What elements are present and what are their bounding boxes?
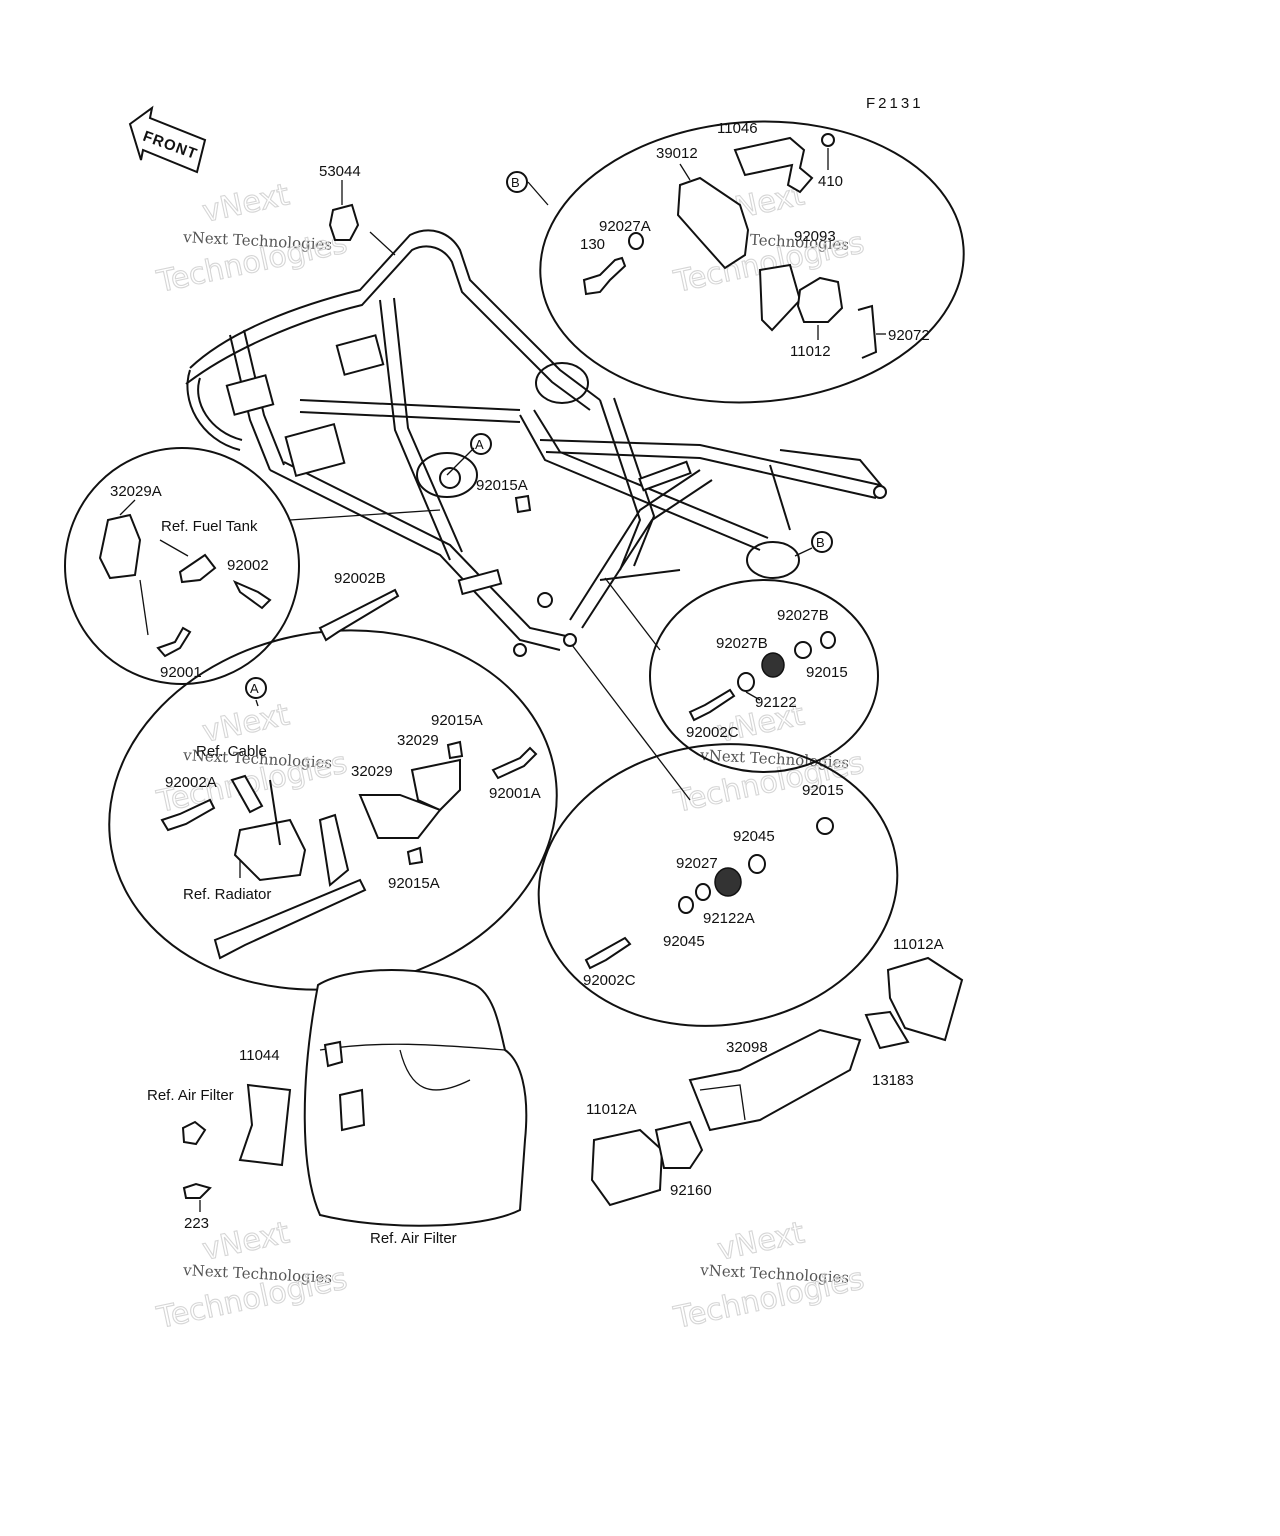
label-32029-b: 32029 xyxy=(351,763,393,780)
detail-lower-mount-parts: 92015 92045 92027 92122A 92045 92002C xyxy=(583,782,844,989)
svg-text:A: A xyxy=(250,681,259,696)
leader-fuel-tank xyxy=(289,509,441,521)
label-53044: 53044 xyxy=(319,163,361,180)
label-92027B-b: 92027B xyxy=(716,635,768,652)
detail-b-parts: 11046 410 39012 92027A 92093 130 11012 9… xyxy=(580,120,930,360)
leader-a-frame xyxy=(446,447,475,476)
leader-b-detail xyxy=(527,181,549,206)
detail-outline-fuel-tank xyxy=(64,447,300,685)
mount-circle-b1 xyxy=(535,362,589,404)
label-92002A: 92002A xyxy=(165,774,217,791)
mount-circle-b2 xyxy=(746,541,800,579)
callout-b-detail: B xyxy=(506,171,528,193)
detail-fuel-tank-parts: 32029A Ref. Fuel Tank 92002 92001 xyxy=(98,483,272,681)
part-92002B: 92002B xyxy=(318,570,400,642)
label-92015A-top: 92015A xyxy=(476,477,528,494)
svg-text:B: B xyxy=(511,175,520,190)
leader-lower-mount xyxy=(571,644,691,801)
watermark-group-bottom-right: vNext vNext Technologies Technologies xyxy=(670,1215,868,1337)
label-92122: 92122 xyxy=(755,694,797,711)
label-92160: 92160 xyxy=(670,1182,712,1199)
label-92002C-b: 92002C xyxy=(583,972,636,989)
label-11044: 11044 xyxy=(239,1047,280,1064)
label-11012: 11012 xyxy=(790,343,831,360)
watermark-top: vNext xyxy=(714,1215,807,1268)
detail-outline-lower-mount xyxy=(537,743,899,1027)
label-410: 410 xyxy=(818,173,843,190)
label-11012A-a: 11012A xyxy=(893,936,944,953)
watermark-group-top-left: vNext vNext Technologies Technologies xyxy=(153,177,351,301)
label-92045-b: 92045 xyxy=(663,933,705,950)
label-11012A-b: 11012A xyxy=(586,1101,637,1118)
watermark-top: vNext xyxy=(199,1215,292,1268)
detail-outline-a xyxy=(108,629,558,991)
svg-text:A: A xyxy=(475,437,484,452)
leader-53044 xyxy=(369,231,396,256)
label-92027B-a: 92027B xyxy=(777,607,829,624)
callout-a-detail: A xyxy=(245,677,267,699)
label-ref-air-filter-b: Ref. Air Filter xyxy=(370,1230,457,1247)
watermark-top: vNext xyxy=(199,697,292,750)
label-92027: 92027 xyxy=(676,855,718,872)
label-11046: 11046 xyxy=(717,120,758,137)
label-13183: 13183 xyxy=(872,1072,914,1089)
part-92015A-top: 92015A xyxy=(476,477,532,514)
label-ref-cable: Ref. Cable xyxy=(196,743,267,760)
detail-outline-rear-mount xyxy=(649,579,879,773)
leader-a-detail xyxy=(255,699,259,707)
label-92072: 92072 xyxy=(888,327,930,344)
label-39012: 39012 xyxy=(656,145,698,162)
label-223: 223 xyxy=(184,1215,209,1232)
label-92015-b: 92015 xyxy=(802,782,844,799)
watermark-top: vNext xyxy=(199,177,292,230)
label-ref-fuel-tank: Ref. Fuel Tank xyxy=(161,518,258,535)
detail-rear-mount-parts: 92027B 92015 92027B 92122 92002C xyxy=(686,607,848,741)
label-92122A: 92122A xyxy=(703,910,755,927)
detail-outline-b xyxy=(539,120,965,404)
label-92015-a: 92015 xyxy=(806,664,848,681)
callout-b-frame: B xyxy=(811,531,833,553)
frame-assembly xyxy=(185,229,887,657)
label-92002: 92002 xyxy=(227,557,269,574)
front-arrow-icon: FRONT xyxy=(128,105,207,174)
callout-a-frame: A xyxy=(470,433,492,455)
mount-circle-a xyxy=(416,452,478,498)
label-92002B: 92002B xyxy=(334,570,386,587)
part-53044: 53044 xyxy=(319,163,361,241)
intake-parts: 11012A 13183 32098 11012A 92160 Ref. Air… xyxy=(147,936,964,1247)
label-32029A: 32029A xyxy=(110,483,162,500)
label-32029-a: 32029 xyxy=(397,732,439,749)
label-92093: 92093 xyxy=(794,228,836,245)
label-32098: 32098 xyxy=(726,1039,768,1056)
label-92015A-c: 92015A xyxy=(388,875,440,892)
detail-a-parts: 92015A 32029 32029 92001A Ref. Cable 920… xyxy=(160,712,541,960)
label-92015A-b: 92015A xyxy=(431,712,483,729)
label-130: 130 xyxy=(580,236,605,253)
label-92001: 92001 xyxy=(160,664,202,681)
leader-b-frame xyxy=(794,547,813,557)
diagram-code: F2131 xyxy=(866,95,924,112)
label-92002C-a: 92002C xyxy=(686,724,739,741)
label-ref-radiator: Ref. Radiator xyxy=(183,886,271,903)
label-ref-air-filter-a: Ref. Air Filter xyxy=(147,1087,234,1104)
label-92027A: 92027A xyxy=(599,218,651,235)
watermark-group-bottom-left: vNext vNext Technologies Technologies xyxy=(153,1215,351,1337)
label-92045-a: 92045 xyxy=(733,828,775,845)
leader-rear-mount xyxy=(604,577,661,651)
svg-text:B: B xyxy=(816,535,825,550)
label-92001A: 92001A xyxy=(489,785,541,802)
